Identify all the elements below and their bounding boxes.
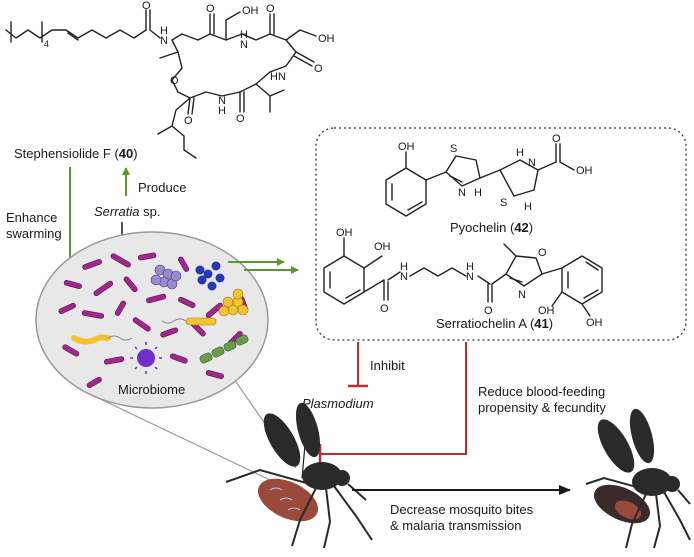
serratiochelin-structure: OH OH O H N H N O O N OH OH xyxy=(323,227,603,329)
serratiochelin-oh-2: OH xyxy=(374,241,391,253)
decrease-label-line1: Decrease mosquito bites xyxy=(390,502,534,517)
zoom-line-left xyxy=(93,395,271,481)
mosquito-right xyxy=(585,408,691,549)
atom-n-2: N xyxy=(240,39,248,51)
serratiochelin-oh-1: OH xyxy=(336,227,353,239)
reduce-label-line1: Reduce blood-feeding xyxy=(478,384,605,399)
plasmodium-label: Plasmodium xyxy=(302,396,374,411)
stephensiolide-name-label: Stephensiolide F (40) xyxy=(14,146,138,161)
atom-o-3: O xyxy=(266,3,275,15)
siderophore-box xyxy=(315,127,687,341)
inhibit-plasmodium-line xyxy=(348,342,368,388)
atom-h-4: H xyxy=(218,105,226,117)
enhance-label-line1: Enhance xyxy=(6,210,57,225)
atom-hn-3: H xyxy=(270,71,278,83)
serratiochelin-o-2: O xyxy=(484,305,493,317)
inhibit-label: Inhibit xyxy=(370,358,405,373)
atom-n-3: N xyxy=(278,71,286,83)
atom-o-2: O xyxy=(206,3,215,15)
pyochelin-s1: S xyxy=(450,143,457,155)
atom-o-1: O xyxy=(142,0,151,12)
atom-h-1: H xyxy=(160,25,168,37)
atom-o-4: O xyxy=(314,63,323,75)
serratiochelin-oh-3: OH xyxy=(538,305,555,317)
atom-n-1: N xyxy=(160,35,168,47)
pyochelin-structure: OH S N H H N S H O OH xyxy=(385,133,593,217)
pyochelin-n2: N xyxy=(528,157,536,169)
enhance-label-line2: swarming xyxy=(6,226,62,241)
stephensiolide-structure: 4 O N H O O N H OH OH O H N O xyxy=(5,0,335,159)
serratiochelin-o-1: O xyxy=(380,303,389,315)
pyochelin-oh: OH xyxy=(398,141,415,153)
pyochelin-h2: H xyxy=(524,201,532,213)
serratiochelin-h-2: H xyxy=(466,261,474,273)
serratiochelin-n-1: N xyxy=(400,271,408,283)
serratiochelin-h-1: H xyxy=(400,261,408,273)
atom-o-5: O xyxy=(170,75,179,87)
serratia-label: Serratia sp. xyxy=(94,204,161,219)
pyochelin-o: O xyxy=(552,133,561,145)
pyochelin-name-label: Pyochelin (42) xyxy=(450,220,533,235)
pyochelin-h-nh: H xyxy=(516,147,524,159)
serratiochelin-o-3: O xyxy=(538,247,547,259)
pyochelin-n1: N xyxy=(458,187,466,199)
microbe-purple-virus xyxy=(130,342,162,374)
atom-o-6: O xyxy=(184,115,193,127)
produce-label: Produce xyxy=(138,180,186,195)
pyochelin-cooh: OH xyxy=(576,165,593,177)
inhibit-mosquito-line xyxy=(318,342,467,464)
atom-oh-2: OH xyxy=(318,33,335,45)
microbiome-ellipse: Microbiome xyxy=(35,231,269,409)
mosquito-left xyxy=(225,402,373,549)
decrease-label-line2: & malaria transmission xyxy=(390,518,522,533)
atom-oh-1: OH xyxy=(242,5,259,17)
serratiochelin-n-2: N xyxy=(466,271,474,283)
pyochelin-s2: S xyxy=(500,197,507,209)
atom-o-7: O xyxy=(236,113,245,125)
serratiochelin-name-label: Serratiochelin A (41) xyxy=(436,316,553,331)
microbiome-label: Microbiome xyxy=(118,382,185,397)
pyochelin-h1: H xyxy=(474,187,482,199)
serratiochelin-oh-4: OH xyxy=(586,317,603,329)
serratiochelin-n-3: N xyxy=(518,289,526,301)
atom-h-2: H xyxy=(240,29,248,41)
chain-subscript: 4 xyxy=(44,39,49,49)
atom-n-4: N xyxy=(218,95,226,107)
reduce-label-line2: propensity & fecundity xyxy=(478,400,606,415)
